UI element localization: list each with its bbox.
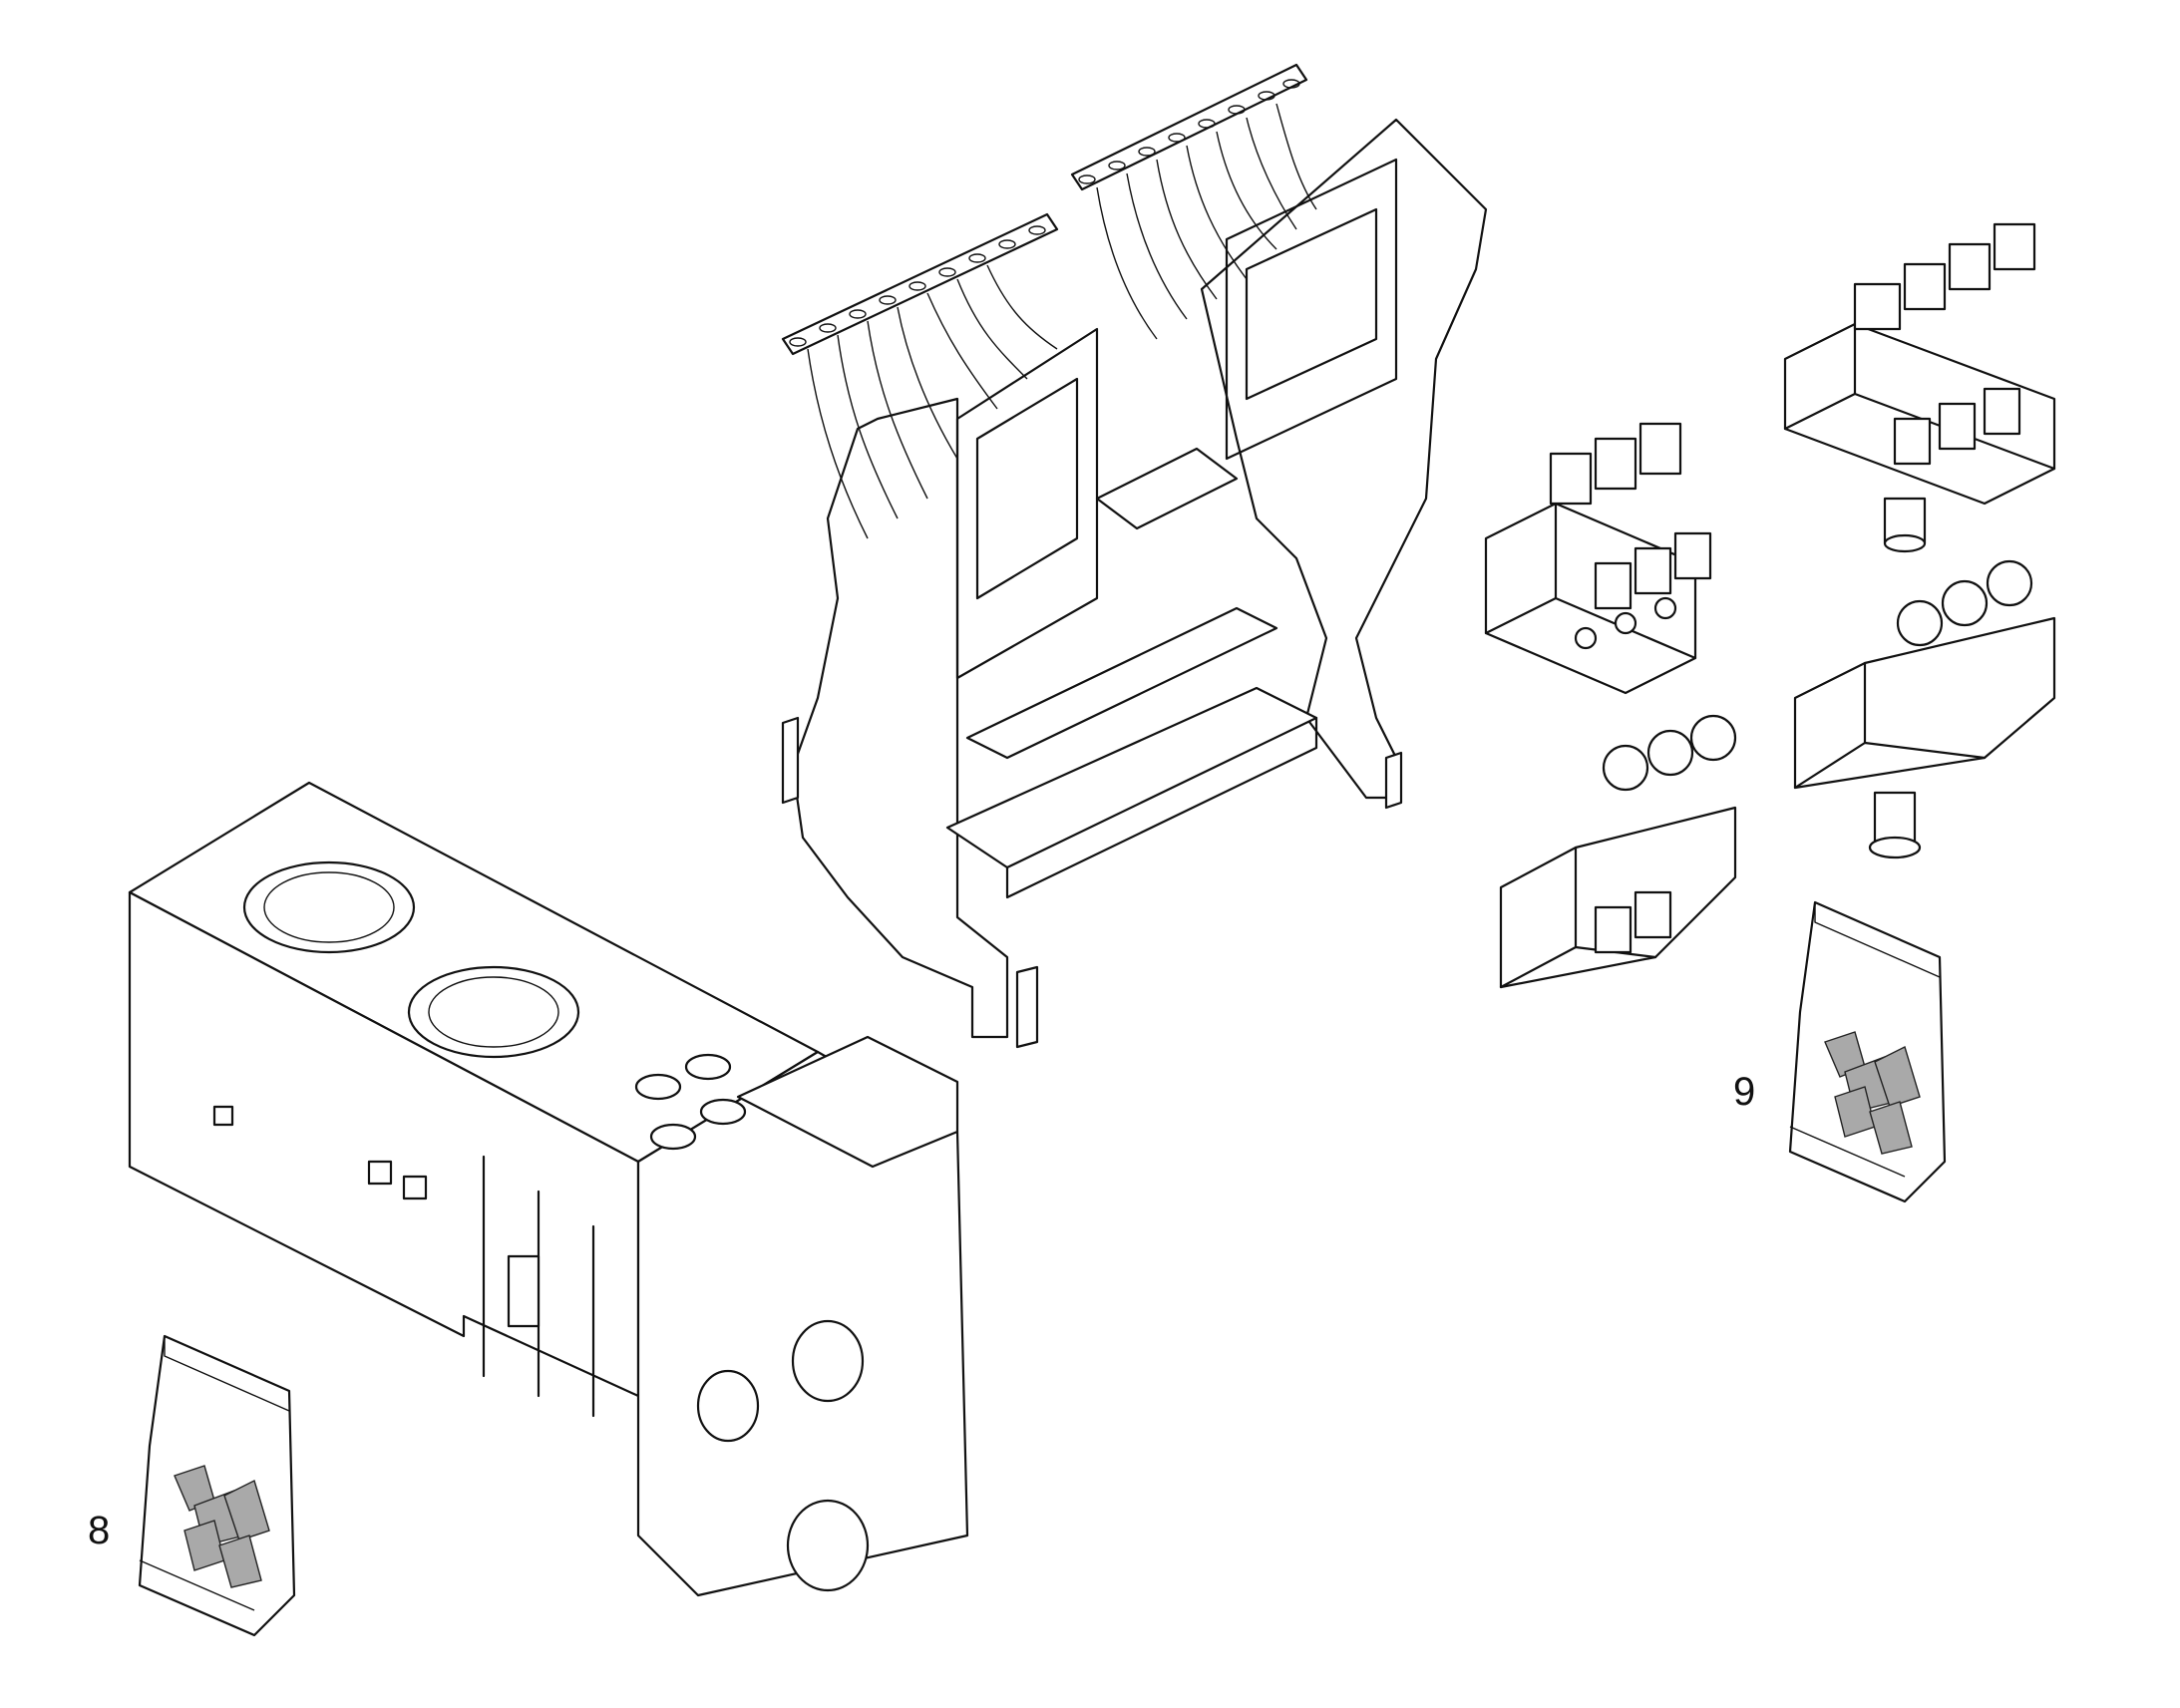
valve-block-2	[1783, 222, 2056, 553]
parts-bag-right	[1788, 900, 1947, 1203]
callout-label-8: 8	[88, 1509, 111, 1552]
tank-housing	[128, 781, 969, 1597]
manifold-ports-right	[1078, 79, 1300, 184]
valve-block-4	[1793, 559, 2056, 859]
hose-bundle	[807, 103, 1317, 539]
valve-block-1	[1484, 422, 1712, 695]
parts-bag-left	[138, 1334, 296, 1637]
valve-block-3	[1499, 714, 1737, 989]
upper-frame-assembly	[781, 63, 1488, 1049]
manifold-ports-left	[789, 225, 1046, 347]
callout-label-9: 9	[1733, 1070, 1756, 1114]
